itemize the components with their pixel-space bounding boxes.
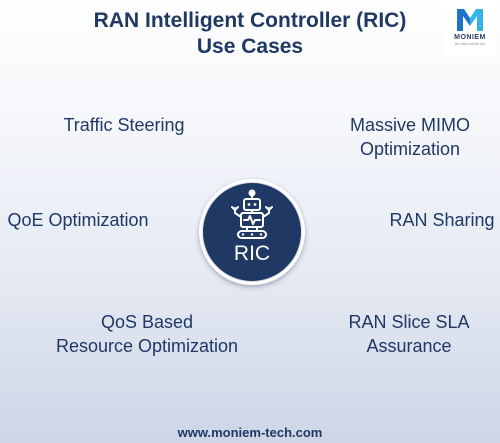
moniem-logo: MONIEM the ultra mobile exp — [444, 4, 496, 56]
usecase-line: QoS Based — [100, 312, 194, 332]
usecase-massive-mimo: Massive MIMO Optimization — [330, 113, 490, 161]
usecase-line: QoE Optimization — [7, 210, 149, 230]
usecase-ran-sharing: RAN Sharing — [384, 208, 500, 232]
usecase-qoe-optimization: QoE Optimization — [0, 208, 156, 232]
usecase-traffic-steering: Traffic Steering — [40, 113, 208, 137]
logo-name: MONIEM — [454, 34, 486, 41]
usecase-qos-resource-optimization: QoS Based Resource Optimization — [40, 310, 254, 358]
ric-hub: RIC — [203, 183, 301, 281]
moniem-m-icon — [457, 9, 483, 31]
usecase-line: Assurance — [366, 336, 452, 356]
usecase-ran-slice-sla: RAN Slice SLA Assurance — [334, 310, 484, 358]
usecase-line: Massive MIMO — [349, 115, 470, 135]
usecase-line: Optimization — [359, 139, 461, 159]
diagram-title: RAN Intelligent Controller (RIC) Use Cas… — [0, 8, 500, 60]
usecase-line: RAN Sharing — [389, 210, 495, 230]
title-line-2: Use Cases — [196, 35, 304, 58]
logo-tagline: the ultra mobile exp — [454, 42, 486, 46]
title-line-1: RAN Intelligent Controller (RIC) — [93, 9, 407, 32]
footer-url: www.moniem-tech.com — [177, 425, 323, 440]
hub-label: RIC — [233, 242, 271, 265]
robot-icon — [231, 189, 273, 239]
usecase-line: Resource Optimization — [55, 336, 239, 356]
usecase-line: Traffic Steering — [63, 115, 185, 135]
usecase-line: RAN Slice SLA — [348, 312, 470, 332]
